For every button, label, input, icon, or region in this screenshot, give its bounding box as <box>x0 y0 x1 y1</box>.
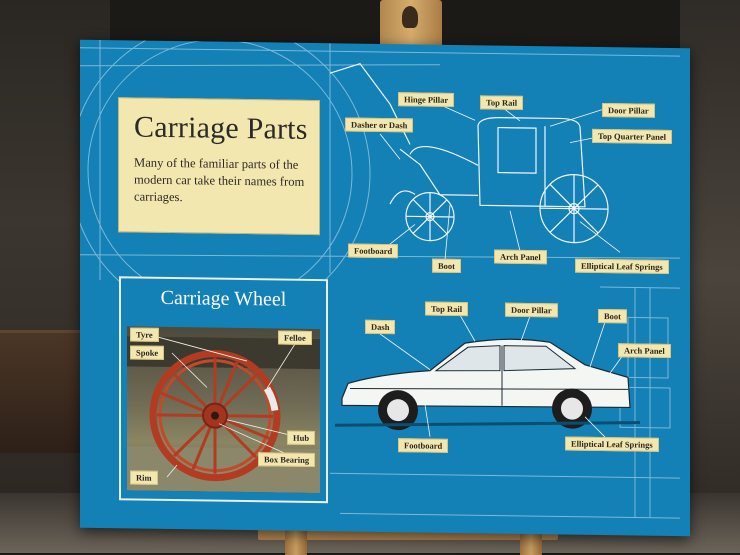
label-felloe: Felloe <box>278 330 312 345</box>
sign-title: Carriage Parts <box>134 110 308 146</box>
carriage-wheel-panel: Carriage Wheel <box>119 276 328 504</box>
label-boot-carriage: Boot <box>432 258 461 274</box>
label-top-quarter-panel: Top Quarter Panel <box>592 128 673 145</box>
label-top-rail-car: Top Rail <box>425 301 469 317</box>
background-right-wall <box>680 0 740 553</box>
label-boot-car: Boot <box>598 308 627 324</box>
label-hinge-pillar: Hinge Pillar <box>398 92 455 107</box>
wheel-photo: Tyre Spoke Felloe Hub Box Bearing Rim <box>127 326 320 494</box>
sign-intro: Many of the familiar parts of the modern… <box>134 155 305 205</box>
label-arch-panel-car: Arch Panel <box>618 343 671 358</box>
label-footboard-car: Footboard <box>398 438 449 453</box>
info-board: Carriage Parts Many of the familiar part… <box>80 39 690 537</box>
car-drawing <box>334 338 641 431</box>
label-rim: Rim <box>130 470 158 485</box>
carriage-drawing <box>329 62 609 244</box>
label-dasher-or-dash: Dasher or Dash <box>345 117 414 133</box>
label-arch-panel-carriage: Arch Panel <box>494 249 547 265</box>
label-spoke: Spoke <box>130 345 165 360</box>
easel-knob <box>402 6 418 28</box>
label-box-bearing: Box Bearing <box>258 452 316 468</box>
label-hub: Hub <box>287 430 316 446</box>
label-tyre: Tyre <box>130 327 159 342</box>
blueprint-drawing <box>80 39 681 519</box>
label-footboard-carriage: Footboard <box>348 243 399 259</box>
label-elliptical-leaf-springs-carriage: Elliptical Leaf Springs <box>575 258 669 274</box>
title-panel: Carriage Parts Many of the familiar part… <box>118 97 320 236</box>
wheel-title: Carriage Wheel <box>160 286 287 311</box>
label-elliptical-leaf-springs-car: Elliptical Leaf Springs <box>565 436 659 452</box>
label-top-rail-carriage: Top Rail <box>480 95 524 110</box>
label-door-pillar-carriage: Door Pillar <box>602 103 655 118</box>
label-door-pillar-car: Door Pillar <box>505 302 558 318</box>
label-dash-car: Dash <box>365 319 396 335</box>
